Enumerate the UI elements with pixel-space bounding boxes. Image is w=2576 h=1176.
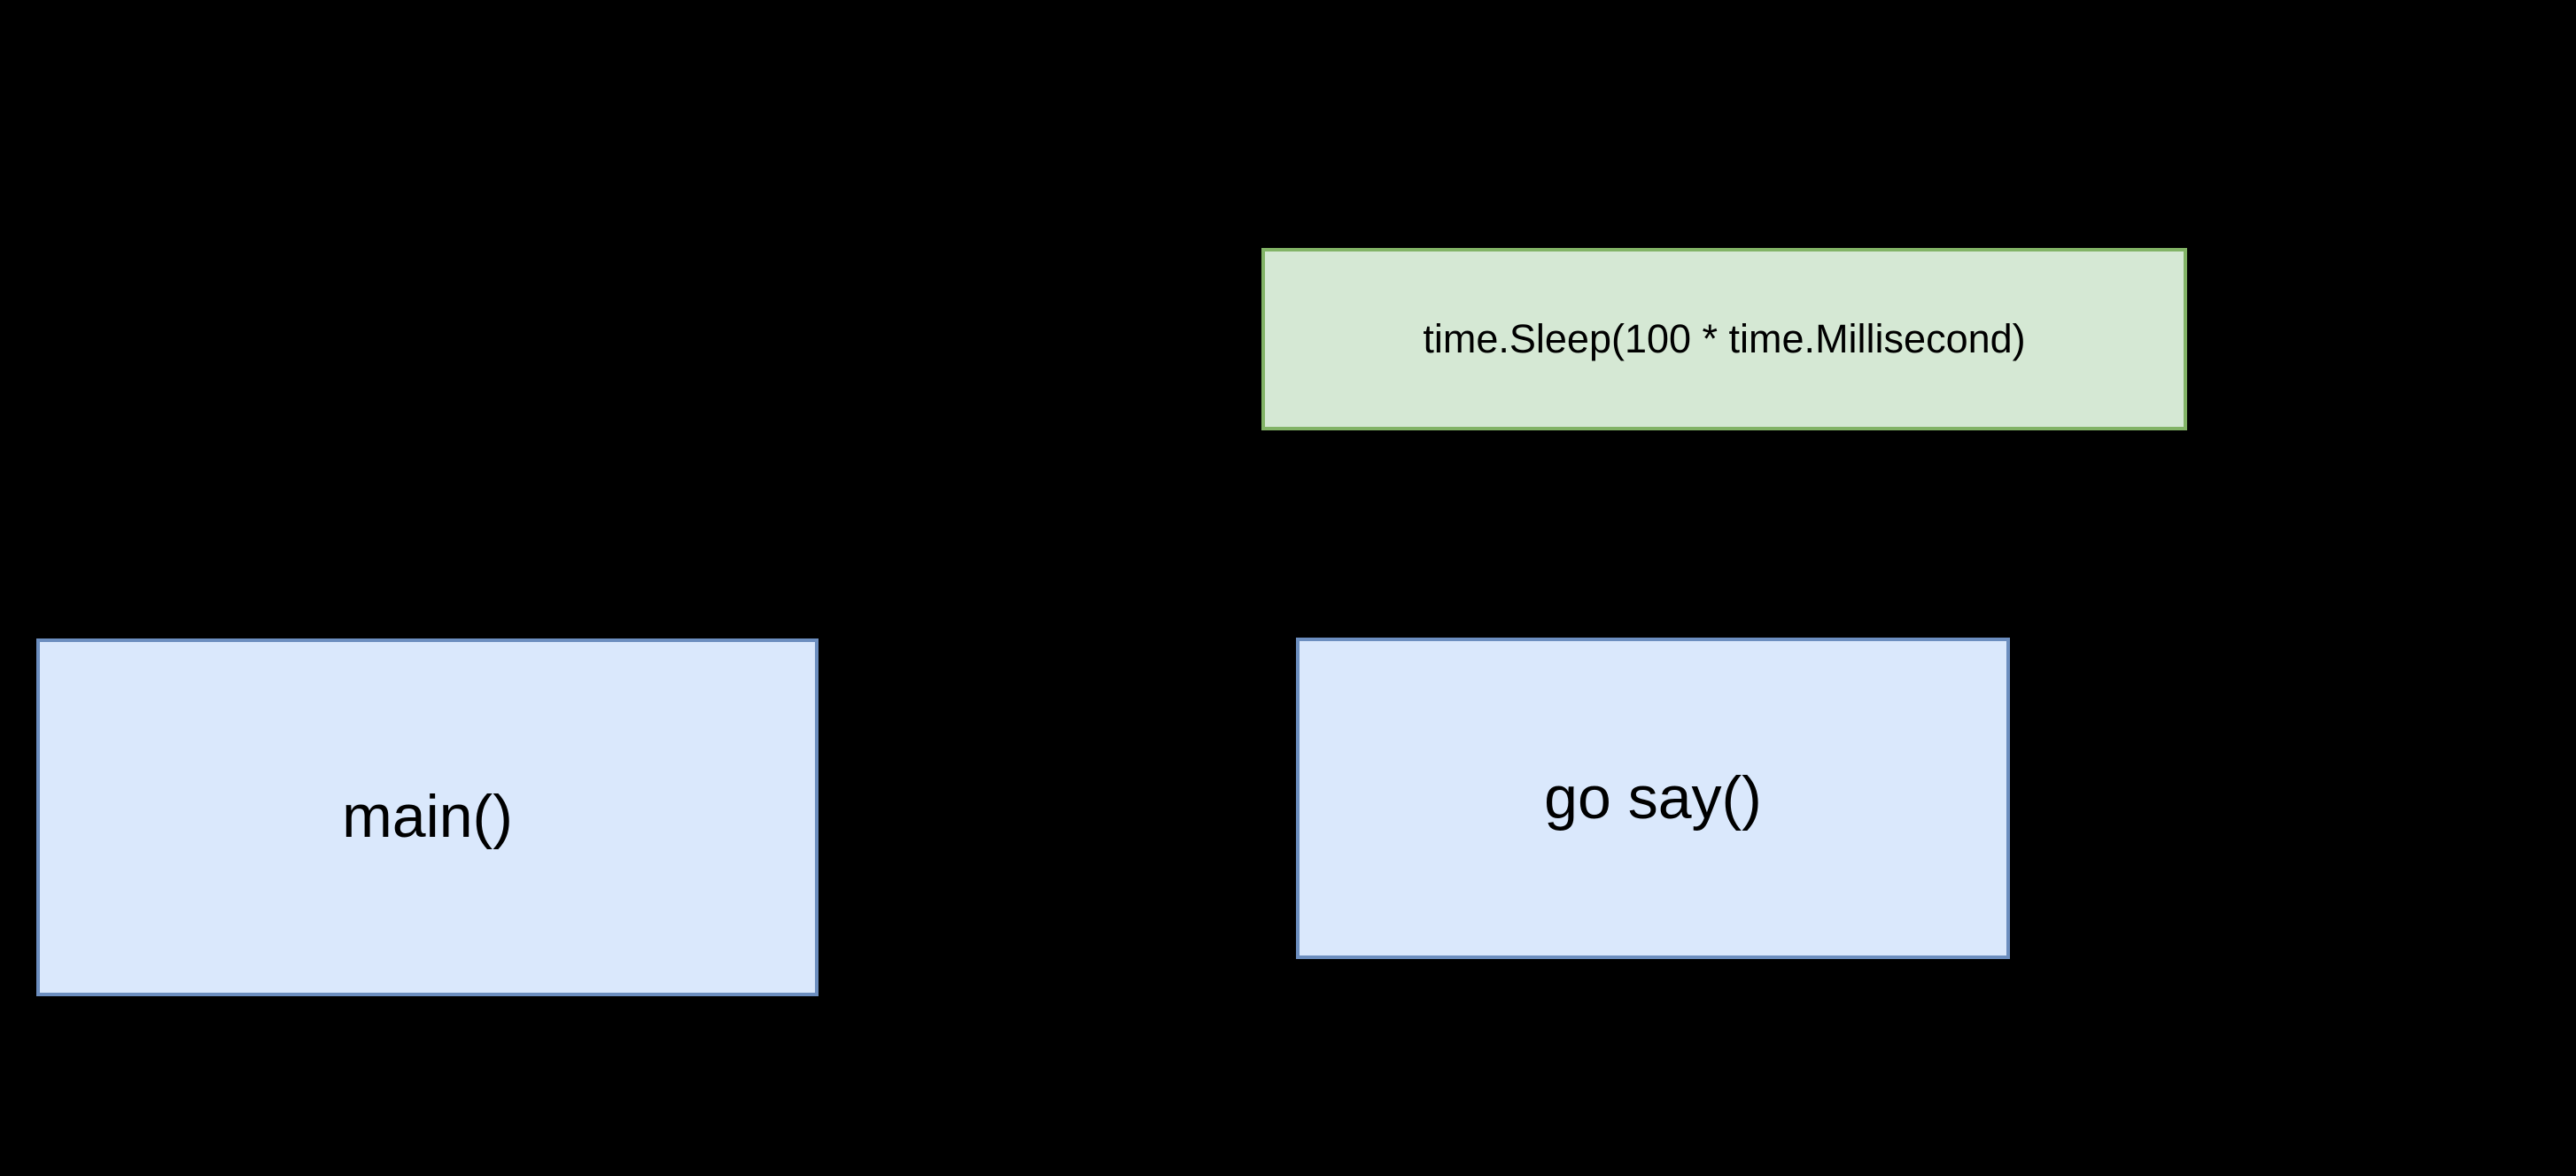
node-time-sleep-label: time.Sleep(100 * time.Millisecond) <box>1423 316 2026 361</box>
node-go-say-label: go say() <box>1544 763 1762 832</box>
node-time-sleep[interactable]: time.Sleep(100 * time.Millisecond) <box>1261 248 2187 430</box>
node-go-say[interactable]: go say() <box>1296 638 2010 959</box>
node-main[interactable]: main() <box>36 638 819 996</box>
node-main-label: main() <box>342 783 513 851</box>
